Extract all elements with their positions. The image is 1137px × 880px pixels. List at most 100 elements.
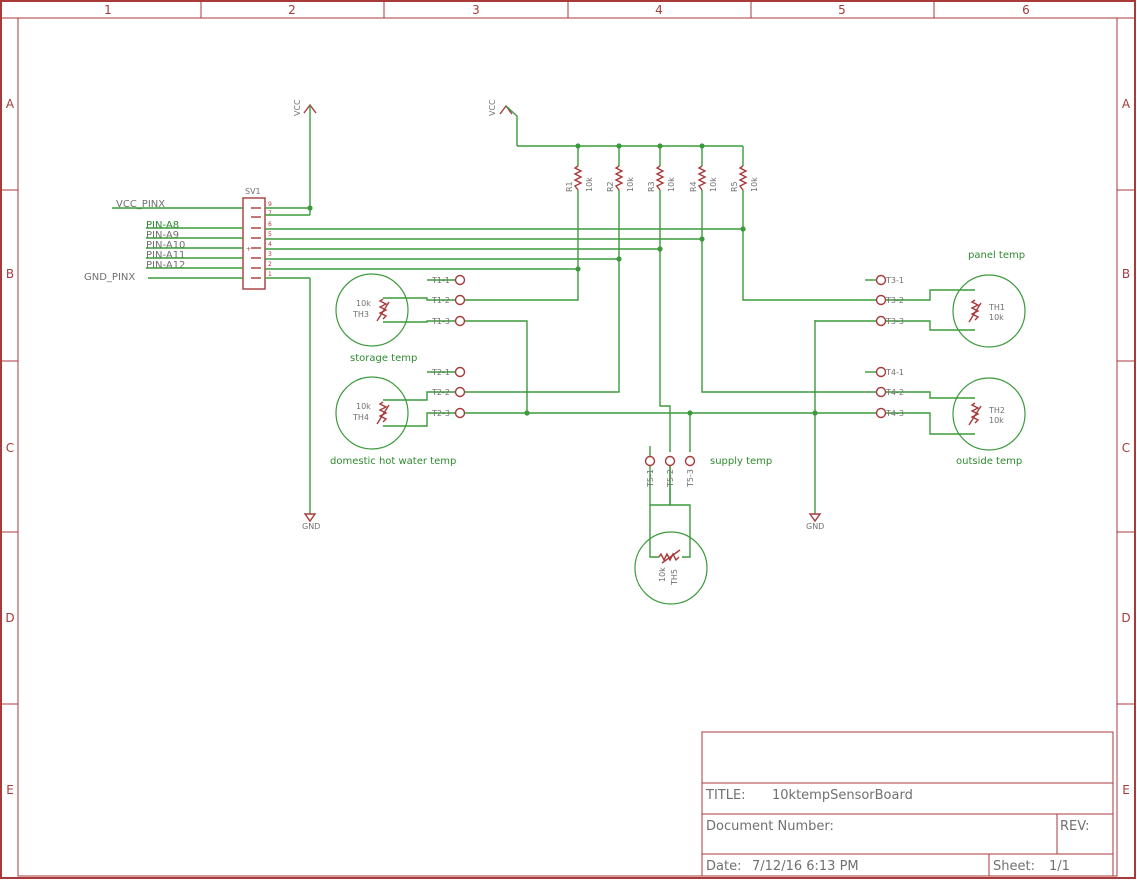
col-label-4: 4: [655, 3, 663, 17]
row-label-a-right: A: [1122, 97, 1131, 111]
pin-num-5: 5: [268, 231, 272, 238]
row-label-e-right: E: [1122, 783, 1130, 797]
th2-value: 10k: [989, 416, 1004, 425]
t3-1-label: T3-1: [885, 276, 904, 285]
col-label-2: 2: [288, 3, 296, 17]
resistor-r3: R3 10k: [647, 165, 676, 192]
th2-label: outside temp: [956, 456, 1022, 467]
t1-2-label: T1-2: [431, 296, 450, 305]
th5-name: TH5: [670, 569, 679, 586]
th2-name: TH2: [988, 406, 1005, 415]
pin-num-9: 9: [268, 201, 272, 208]
net-vcc-pinx: VCC_PINX: [116, 199, 165, 210]
resistor-r1: R1 10k: [565, 165, 594, 192]
r2-name: R2: [606, 181, 615, 192]
t5-1-label: T5-1: [646, 469, 655, 488]
net-pin-a8: PIN-A8: [146, 220, 179, 231]
thermistor-th2: TH2 10k outside temp: [952, 377, 1026, 467]
row-label-b-right: B: [1122, 267, 1130, 281]
thermistor-th5: 10k TH5 supply temp: [634, 456, 772, 605]
th1-name: TH1: [988, 303, 1005, 312]
t2-2-label: T2-2: [431, 388, 450, 397]
frame-column-labels: 1 2 3 4 5 6: [104, 3, 1030, 17]
t2-1-label: T2-1: [431, 368, 450, 377]
r5-value: 10k: [750, 177, 759, 192]
row-label-d-right: D: [1121, 611, 1130, 625]
t3-2-label: T3-2: [885, 296, 904, 305]
resistor-r5: R5 10k: [730, 165, 759, 192]
row-label-c-right: C: [1122, 441, 1130, 455]
connector-sv1: SV1 9 7 6 5 4 3 2 1 +: [242, 187, 272, 290]
r4-name: R4: [689, 181, 698, 192]
th4-label: domestic hot water temp: [330, 456, 456, 467]
gnd-label-right: GND: [806, 522, 824, 531]
resistor-r4: R4 10k: [689, 165, 718, 192]
title-value: 10ktempSensorBoard: [772, 788, 913, 803]
r4-value: 10k: [709, 177, 718, 192]
t5-2-label: T5-2: [666, 469, 675, 488]
r2-value: 10k: [626, 177, 635, 192]
col-label-6: 6: [1022, 3, 1030, 17]
t1-3-label: T1-3: [431, 317, 450, 326]
sheet-label: Sheet:: [993, 859, 1035, 874]
th5-value: 10k: [658, 567, 667, 582]
rev-label: REV:: [1060, 819, 1089, 834]
net-pin-a10: PIN-A10: [146, 240, 185, 251]
junctions: [307, 143, 818, 416]
t4-3-label: T4-3: [885, 409, 904, 418]
vcc-label-left: VCC: [293, 99, 302, 116]
document-number-label: Document Number:: [706, 819, 834, 834]
col-label-1: 1: [104, 3, 112, 17]
pin-num-1: 1: [268, 271, 272, 278]
gnd-label-left: GND: [302, 522, 320, 531]
gnd-symbol-left: GND: [302, 278, 320, 531]
vcc-label-right: VCC: [488, 99, 497, 116]
pin-num-2: 2: [268, 261, 272, 268]
t5-3-label: T5-3: [686, 469, 695, 488]
net-pin-a11: PIN-A11: [146, 250, 185, 261]
t2-3-label: T2-3: [431, 409, 450, 418]
r3-name: R3: [647, 181, 656, 192]
vcc-symbol-right: VCC: [488, 99, 518, 146]
terminal-block-t5: T5-1 T5-2 T5-3: [644, 446, 696, 488]
row-label-a-left: A: [6, 97, 15, 111]
title-block: TITLE: 10ktempSensorBoard Document Numbe…: [701, 731, 1114, 877]
frame-row-labels: A B C D E A B C D E: [5, 97, 1131, 797]
row-label-d-left: D: [5, 611, 14, 625]
r5-name: R5: [730, 181, 739, 192]
pin-num-4: 4: [268, 241, 272, 248]
t3-3-label: T3-3: [885, 317, 904, 326]
row-label-c-left: C: [6, 441, 14, 455]
pin-num-3: 3: [268, 251, 272, 258]
r3-value: 10k: [667, 177, 676, 192]
sheet-value: 1/1: [1049, 859, 1070, 874]
t4-2-label: T4-2: [885, 388, 904, 397]
th5-label: supply temp: [710, 456, 772, 467]
resistor-r2: R2 10k: [606, 165, 635, 192]
connector-net-labels: VCC_PINX PIN-A8 PIN-A9 PIN-A10 PIN-A11 P…: [84, 199, 185, 283]
title-label: TITLE:: [705, 788, 746, 803]
wires: [112, 145, 975, 506]
thermistor-th4: 10k TH4 domestic hot water temp: [330, 376, 456, 467]
connector-polarity-mark: +: [246, 246, 251, 253]
thermistor-th3: 10k TH3 storage temp: [335, 273, 417, 364]
t4-1-label: T4-1: [885, 368, 904, 377]
th1-value: 10k: [989, 313, 1004, 322]
terminal-block-t2: T2-1 T2-2 T2-3: [431, 366, 466, 419]
net-pin-a12: PIN-A12: [146, 260, 185, 271]
pin-num-6: 6: [268, 221, 272, 228]
connector-name: SV1: [245, 187, 261, 196]
col-label-3: 3: [472, 3, 480, 17]
date-value: 7/12/16 6:13 PM: [752, 859, 859, 874]
terminal-block-t1: T1-1 T1-2 T1-3: [431, 274, 466, 327]
terminal-block-t4: T4-1 T4-2 T4-3: [875, 366, 904, 419]
th4-name: TH4: [352, 413, 369, 422]
connector-pin-stubs: [251, 207, 261, 279]
date-label: Date:: [706, 859, 741, 874]
pin-num-7: 7: [268, 210, 272, 217]
vcc-symbol-left: VCC: [293, 99, 317, 215]
terminal-block-t3: T3-1 T3-2 T3-3: [875, 274, 904, 327]
net-gnd-pinx: GND_PINX: [84, 272, 135, 283]
